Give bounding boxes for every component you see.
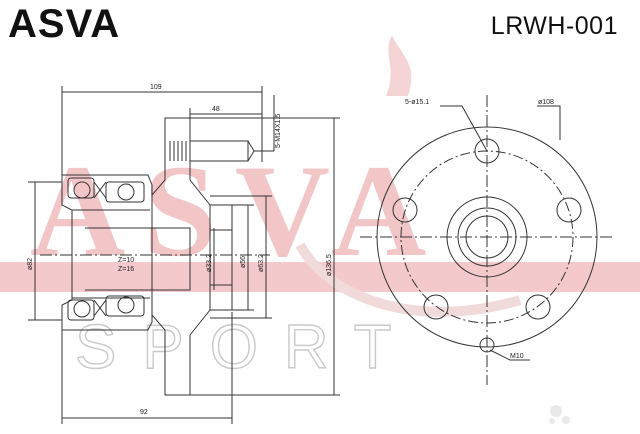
thread-hole [479,337,495,353]
dim-bottom-length: 92 [140,409,148,416]
flange-outline [376,126,598,348]
dim-pilot: ø56 [240,256,247,268]
dim-bore: ø82 [27,258,34,270]
hub-circle [446,196,528,278]
dim-overall-length: 109 [150,84,162,91]
wheel-stud [169,140,255,162]
bearing-balls-bottom [67,295,145,321]
bore-circle [465,215,509,259]
stud-hole [525,294,551,320]
avito-text: Avito [574,406,617,424]
pilot-circle [457,207,517,267]
side-view [28,86,340,424]
dim-thread: M10 [510,353,524,360]
dim-stud-length: 48 [212,106,220,113]
hub-pilot [210,204,233,311]
dim-pcd: ø108 [538,99,554,106]
avito-logo-icon [550,405,562,417]
inner-bore [85,227,191,291]
brand-logo: ASVA [8,2,121,46]
dim-stud-thread: 5-M14X1.5 [275,114,282,148]
part-number: LRWH-001 [490,12,618,40]
stud-hole [556,197,582,223]
note-bottom: Z=16 [118,266,134,273]
stud-hole [392,197,418,223]
stud-hole [474,138,500,164]
watermark-sport: SPORT [75,313,417,382]
dim-inner: ø33.2 [206,254,213,272]
stud-hole [423,294,449,320]
avito-watermark: Avito [549,405,617,424]
dim-holes: 5-ø15.1 [405,99,429,106]
watermark-flame-icon [386,36,412,96]
front-view [360,95,615,385]
note-top: Z=10 [118,257,134,264]
dim-hub: ø63.2 [258,254,265,272]
dim-flange: ø136.5 [326,254,333,276]
bearing-balls-top [67,177,145,203]
